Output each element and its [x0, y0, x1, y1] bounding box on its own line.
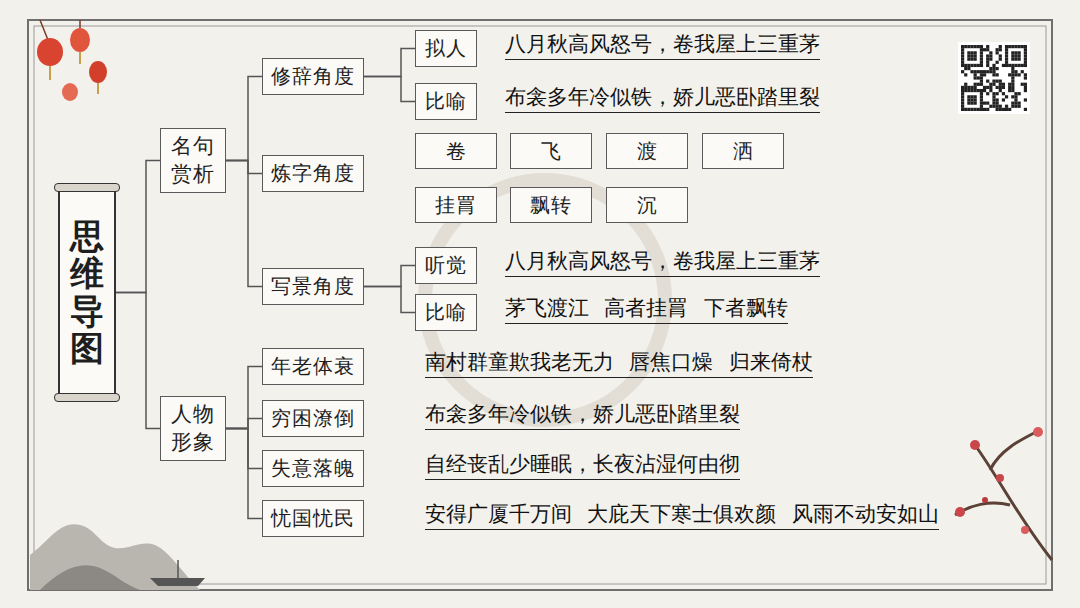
node-text: 沉 — [637, 192, 658, 219]
node-text: 忧国忧民 — [271, 505, 355, 532]
node-text: 修辞角度 — [271, 63, 355, 90]
topic-box: 修辞角度 — [262, 58, 364, 95]
bracket-line — [364, 287, 415, 313]
topic-box: 飘转 — [510, 187, 592, 223]
topic-box: 比喻 — [415, 83, 477, 120]
topic-box: 渡 — [606, 133, 688, 169]
quote-text: 茅飞渡江 高者挂罥 下者飘转 — [505, 293, 788, 324]
node-text: 比喻 — [425, 88, 467, 115]
topic-box: 飞 — [510, 133, 592, 169]
node-text: 洒 — [733, 138, 754, 165]
node-text: 年老体衰 — [271, 353, 355, 380]
topic-box: 听觉 — [415, 247, 477, 284]
bracket-line — [226, 161, 262, 287]
node-text: 渡 — [637, 138, 658, 165]
quote-text: 自经丧乱少睡眠，长夜沾湿何由彻 — [425, 449, 740, 480]
topic-box: 年老体衰 — [262, 348, 364, 385]
bracket-line — [116, 293, 160, 429]
node-text: 飞 — [541, 138, 562, 165]
quote-text: 安得广厦千万间 大庇天下寒士俱欢颜 风雨不动安如山 — [425, 499, 939, 530]
topic-box: 名句赏析 — [160, 128, 226, 193]
bracket-line — [226, 161, 262, 174]
node-text: 失意落魄 — [271, 455, 355, 482]
node-text: 听觉 — [425, 252, 467, 279]
bracket-line — [226, 367, 262, 429]
topic-box: 洒 — [702, 133, 784, 169]
bracket-line — [364, 266, 415, 287]
topic-box: 比喻 — [415, 294, 477, 331]
node-text: 穷困潦倒 — [271, 405, 355, 432]
node-text: 飘转 — [530, 192, 572, 219]
node-text: 挂罥 — [435, 192, 477, 219]
bracket-line — [364, 77, 415, 102]
topic-box: 拟人 — [415, 30, 477, 67]
scroll-roll — [54, 183, 120, 192]
title-scroll: 思维导图 — [58, 190, 116, 395]
bracket-line — [226, 429, 262, 519]
node-text: 写景角度 — [271, 273, 355, 300]
bracket-line — [364, 49, 415, 77]
plum-branch — [955, 427, 1052, 560]
topic-box: 卷 — [415, 133, 497, 169]
node-text: 炼字角度 — [271, 160, 355, 187]
bracket-line — [116, 161, 160, 293]
quote-text: 布衾多年冷似铁，娇儿恶卧踏里裂 — [425, 399, 740, 430]
qr-code — [958, 42, 1030, 114]
bracket-line — [226, 77, 262, 161]
lanterns — [37, 20, 107, 101]
topic-box: 穷困潦倒 — [262, 400, 364, 437]
node-text: 拟人 — [425, 35, 467, 62]
scroll-roll — [54, 393, 120, 402]
frame — [28, 20, 1052, 590]
bracket-line — [226, 419, 262, 429]
topic-box: 人物形象 — [160, 396, 226, 461]
topic-box: 挂罥 — [415, 187, 497, 223]
node-text: 名句赏析 — [171, 133, 215, 188]
quote-text: 八月秋高风怒号，卷我屋上三重茅 — [505, 29, 820, 60]
node-text: 比喻 — [425, 299, 467, 326]
quote-text: 八月秋高风怒号，卷我屋上三重茅 — [505, 246, 820, 277]
frame-inner — [34, 26, 1046, 584]
topic-box: 失意落魄 — [262, 450, 364, 487]
landscape — [30, 524, 205, 590]
bracket-line — [226, 429, 262, 469]
topic-box: 沉 — [606, 187, 688, 223]
topic-box: 炼字角度 — [262, 155, 364, 192]
node-text: 人物形象 — [171, 401, 215, 456]
topic-box: 忧国忧民 — [262, 500, 364, 537]
topic-box: 写景角度 — [262, 268, 364, 305]
quote-text: 南村群童欺我老无力 唇焦口燥 归来倚杖 — [425, 347, 813, 378]
node-text: 思维导图 — [70, 218, 104, 368]
quote-text: 布衾多年冷似铁，娇儿恶卧踏里裂 — [505, 82, 820, 113]
node-text: 卷 — [446, 138, 467, 165]
